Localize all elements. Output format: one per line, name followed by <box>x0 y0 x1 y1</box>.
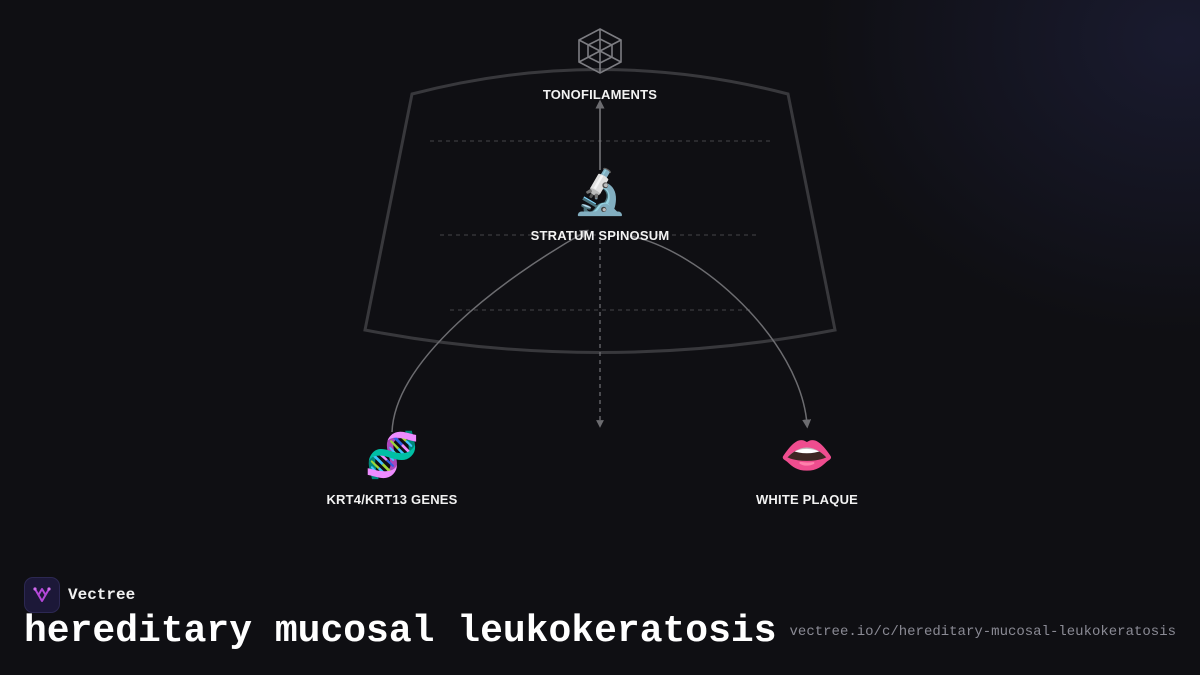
brand-name: Vectree <box>68 586 136 604</box>
microscope-icon: 🔬 <box>572 167 628 218</box>
edge-genes-to-stratum <box>391 229 589 433</box>
node-label-white-plaque: WHITE PLAQUE <box>755 492 859 507</box>
page-title: hereditary mucosal leukokeratosis <box>24 610 777 653</box>
edge-stratum-to-white-plaque <box>629 235 812 429</box>
tissue-section-outline <box>363 68 837 354</box>
node-label-tonofilaments: TONOFILAMENTS <box>542 87 658 102</box>
page-url[interactable]: vectree.io/c/hereditary-mucosal-leukoker… <box>789 624 1176 640</box>
spider-web-icon <box>578 28 622 74</box>
mouth-icon: 👄 <box>779 430 835 481</box>
dna-icon: 🧬 <box>364 430 420 481</box>
vectree-logo-icon <box>24 577 60 613</box>
node-label-genes: KRT4/KRT13 GENES <box>326 492 458 507</box>
node-label-stratum-spinosum: STRATUM SPINOSUM <box>530 228 670 243</box>
brand: Vectree <box>24 577 135 613</box>
